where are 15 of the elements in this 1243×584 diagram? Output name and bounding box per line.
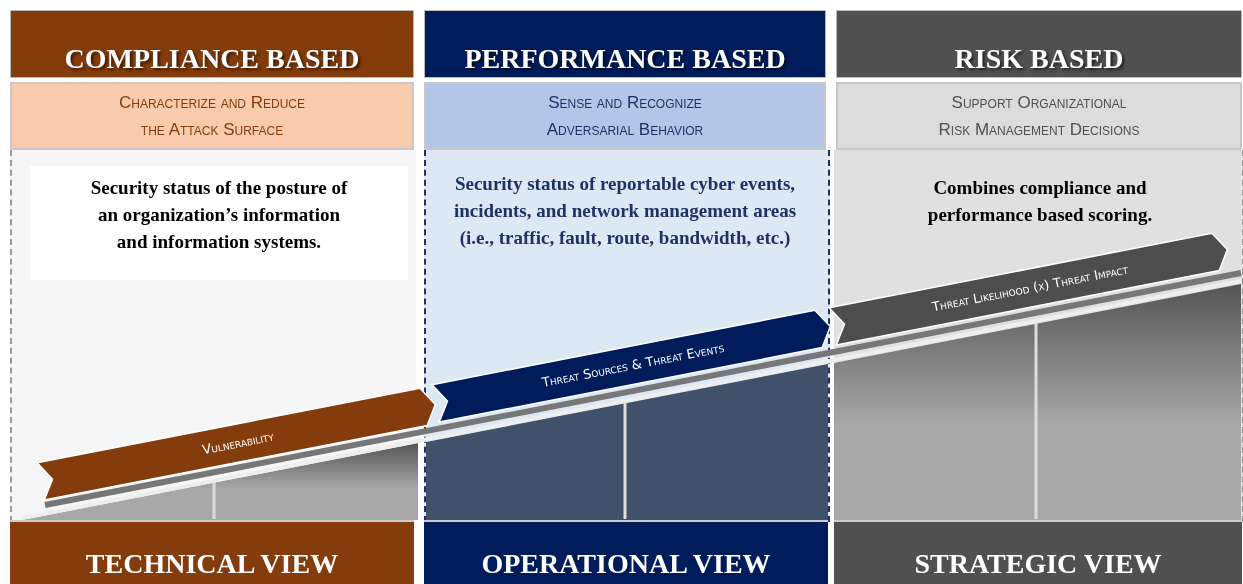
view-footer: STRATEGIC VIEW (834, 520, 1242, 584)
description-box: Security status of the posture of an organization’s information and information systems. (30, 166, 408, 280)
column-subheader: Characterize and Reduce the Attack Surface (10, 82, 414, 150)
column-header: RISK BASED (836, 10, 1242, 78)
banner-label: Threat Sources & Threat Events (540, 339, 726, 391)
description-text: Security status of reportable cyber events, incidents, and network management areas (i.e., traffic, fault, route, bandwidth, etc.) (430, 162, 820, 282)
description-text: Combines compliance and performance based scoring. (880, 166, 1200, 236)
view-footer: OPERATIONAL VIEW (424, 520, 828, 584)
column-header: COMPLIANCE BASED (10, 10, 414, 78)
banner-label: Threat Likelihood (x) Threat Impact (930, 261, 1130, 315)
column-header: PERFORMANCE BASED (424, 10, 826, 78)
view-footer: TECHNICAL VIEW (10, 520, 414, 584)
column-subheader: Sense and Recognize Adversarial Behavior (424, 82, 826, 150)
column-subheader: Support Organizational Risk Management Decisions (836, 82, 1242, 150)
banner-label: Vulnerability (201, 428, 275, 458)
